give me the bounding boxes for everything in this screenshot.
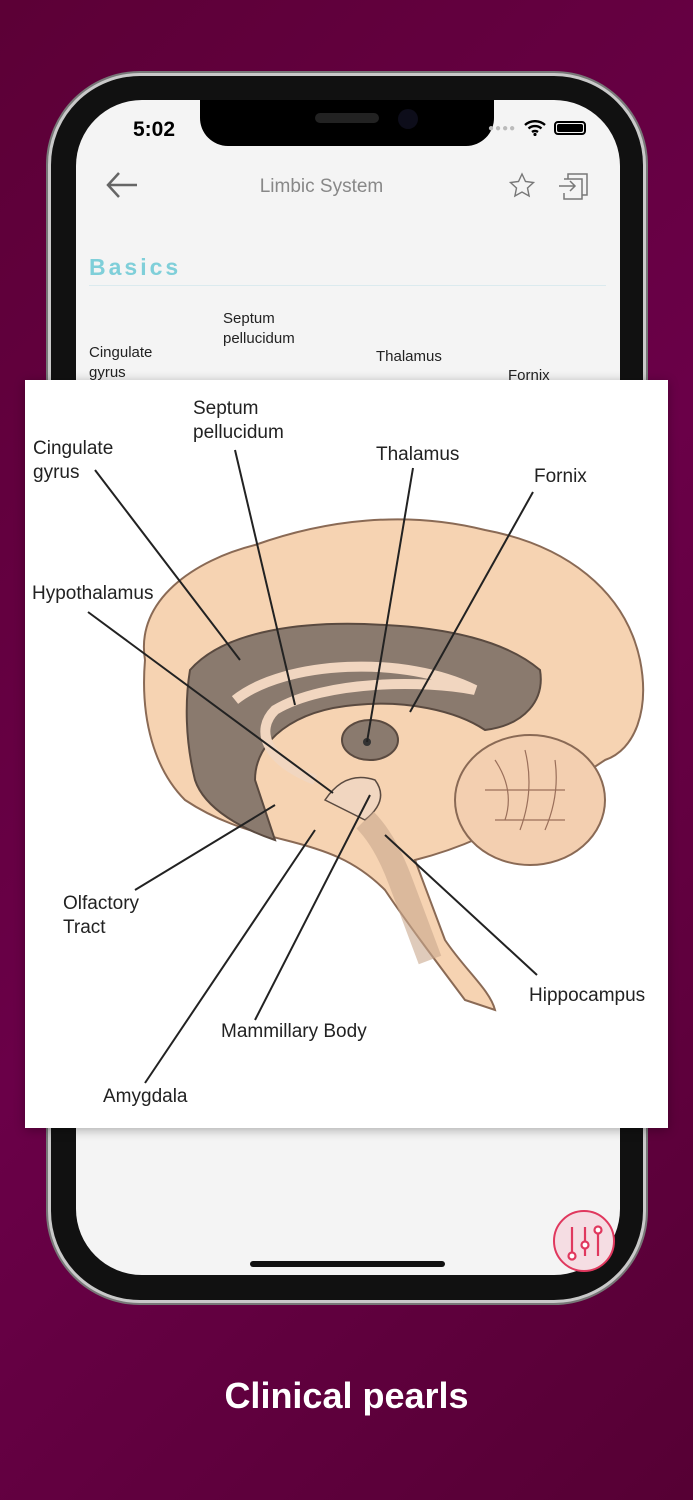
diagram-card[interactable]: Cingulate gyrus Septum pellucidum Thalam…: [25, 380, 668, 1128]
bg-label: Fornix: [508, 367, 550, 384]
camera: [398, 109, 418, 129]
bg-label: Septum pellucidum: [223, 310, 295, 347]
label-hippocampus: Hippocampus: [529, 985, 646, 1006]
notch: [200, 100, 494, 146]
battery-icon: [554, 121, 587, 135]
promo-caption: Clinical pearls: [224, 1375, 469, 1416]
brain-illustration: [87, 449, 644, 1084]
status-icons: ●●●●: [488, 120, 587, 136]
label-mammillary-body: Mammillary Body: [221, 1021, 367, 1042]
sliders-icon: [567, 1225, 603, 1261]
label-thalamus: Thalamus: [376, 444, 460, 465]
arrow-left-icon[interactable]: [105, 170, 139, 200]
leader-lines: [87, 449, 538, 1084]
signal-icon: ●●●●: [488, 122, 517, 134]
home-indicator[interactable]: [250, 1261, 445, 1267]
star-icon[interactable]: [508, 172, 536, 200]
label-hypothalamus: Hypothalamus: [32, 583, 154, 604]
divider: [89, 285, 606, 286]
page-title: Limbic System: [259, 176, 384, 197]
filter-button[interactable]: [553, 1210, 615, 1272]
label-olfactory-tract: Olfactory Tract: [63, 893, 140, 938]
bg-label: Cingulate gyrus: [89, 344, 153, 381]
label-amygdala: Amygdala: [103, 1086, 188, 1107]
label-fornix: Fornix: [534, 466, 587, 487]
status-time: 5:02: [133, 118, 176, 141]
wifi-icon: [524, 120, 546, 136]
section-title: Basics: [89, 254, 182, 280]
bg-label: Thalamus: [376, 348, 442, 365]
speaker: [315, 113, 379, 123]
label-septum-pellucidum: Septum pellucidum: [193, 398, 284, 443]
brain-cerebellum: [454, 734, 606, 866]
label-cingulate-gyrus: Cingulate gyrus: [33, 438, 114, 483]
exit-icon[interactable]: [558, 171, 592, 201]
